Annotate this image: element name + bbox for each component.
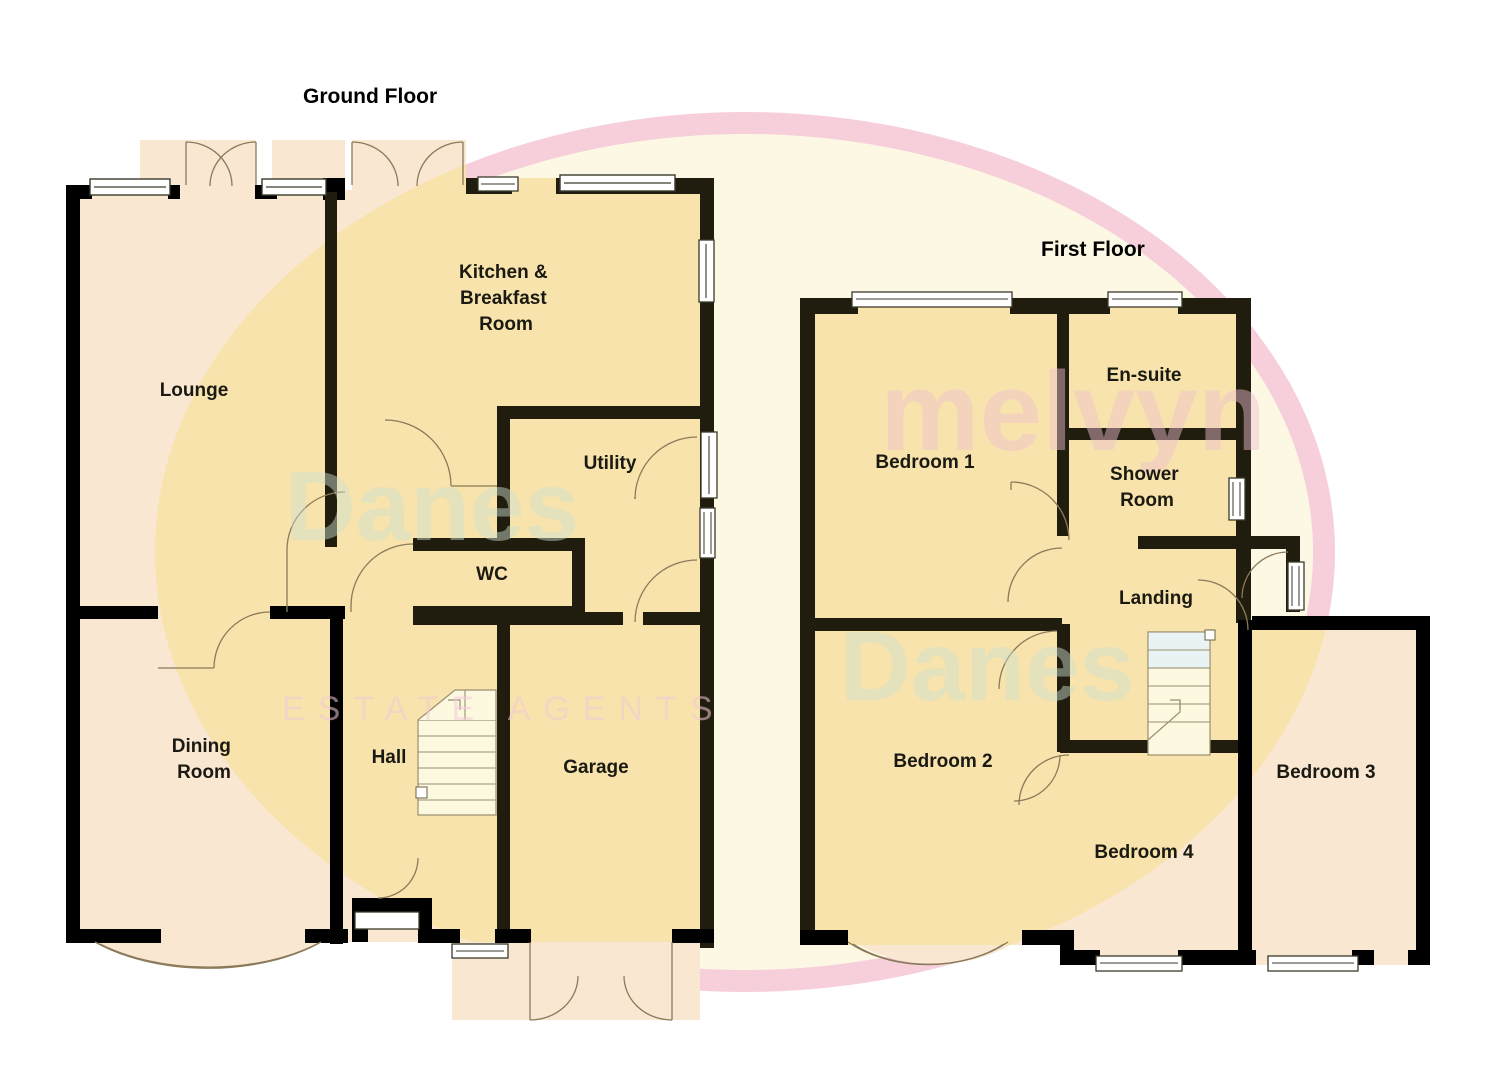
watermark-brand-line2-right: Danes	[840, 611, 1134, 721]
ground-floor-windows	[89, 174, 718, 959]
room-label-shower-room: Shower Room	[1110, 464, 1184, 511]
room-label-garage: Garage	[563, 757, 628, 778]
floor-title-ground: Ground Floor	[303, 85, 437, 108]
room-label-utility: Utility	[584, 453, 637, 474]
first-floor-windows	[851, 291, 1359, 972]
ground-floor-door-arcs	[94, 141, 698, 1021]
first-floor-door-arcs	[847, 481, 1289, 966]
ground-floor-walls	[66, 178, 714, 948]
watermark: melvyn Danes Danes ESTATE AGENTS	[282, 349, 1266, 728]
room-label-kitchen-breakfast: Kitchen & Breakfast Room	[459, 262, 553, 335]
room-label-en-suite: En-suite	[1107, 365, 1182, 386]
room-label-bedroom-4: Bedroom 4	[1094, 842, 1194, 863]
watermark-brand-line2: Danes	[285, 451, 579, 561]
room-label-bedroom-3: Bedroom 3	[1276, 762, 1375, 783]
ground-floor-room-labels: Lounge Kitchen & Breakfast Room Utility …	[160, 262, 637, 783]
first-floor-staircase	[1147, 629, 1216, 756]
room-label-lounge: Lounge	[160, 380, 229, 401]
floor-title-first: First Floor	[1041, 238, 1145, 261]
first-floor-room-labels: Bedroom 1 En-suite Shower Room Landing B…	[875, 365, 1375, 863]
room-label-landing: Landing	[1119, 588, 1193, 609]
room-label-dining-room: Dining Room	[172, 736, 236, 783]
ground-floor-staircase	[415, 689, 497, 816]
room-label-wc: WC	[476, 564, 508, 585]
room-label-hall: Hall	[372, 747, 407, 768]
room-label-bedroom-1: Bedroom 1	[875, 452, 975, 473]
watermark-tagline: ESTATE AGENTS	[282, 690, 726, 728]
watermark-brand-line1: melvyn	[880, 349, 1266, 474]
first-floor-walls	[800, 298, 1430, 965]
room-label-bedroom-2: Bedroom 2	[893, 751, 992, 772]
